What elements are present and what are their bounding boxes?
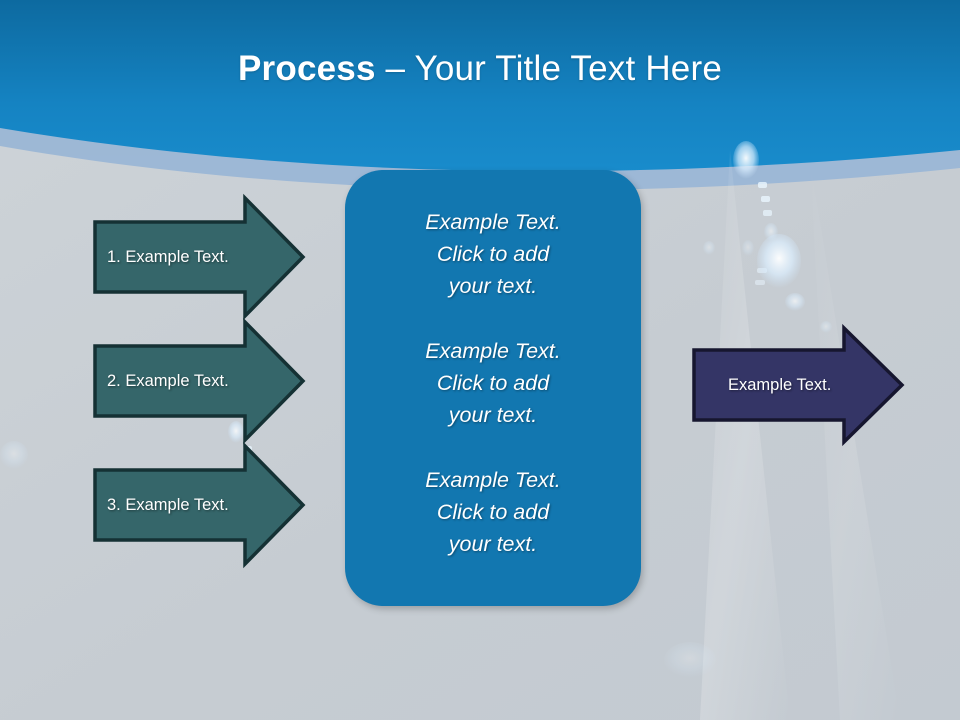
center-panel-text-group: Example Text. Click to add your text. Ex… — [345, 206, 641, 560]
process-step-arrow-1[interactable]: 1. Example Text. — [93, 193, 306, 321]
center-panel-block-1[interactable]: Example Text. Click to add your text. — [425, 210, 561, 298]
slide-title: Process – Your Title Text Here — [0, 48, 960, 90]
center-panel-block-3[interactable]: Example Text. Click to add your text. — [425, 468, 561, 556]
process-step-arrow-3[interactable]: 3. Example Text. — [93, 441, 306, 569]
slide-title-light: – Your Title Text Here — [385, 49, 722, 88]
center-panel-block-2[interactable]: Example Text. Click to add your text. — [425, 339, 561, 427]
arrow-shape-1 — [93, 193, 306, 321]
arrow-shape-2 — [93, 317, 306, 445]
arrow-shape-3 — [93, 441, 306, 569]
lens-flare-group — [0, 141, 832, 678]
process-result-arrow[interactable]: Example Text. — [692, 323, 905, 447]
slide-title-bold: Process — [238, 49, 386, 88]
arrow-shape-result — [692, 323, 905, 447]
process-step-arrow-2[interactable]: 2. Example Text. — [93, 317, 306, 445]
center-content-panel[interactable]: Example Text. Click to add your text. Ex… — [345, 170, 641, 606]
